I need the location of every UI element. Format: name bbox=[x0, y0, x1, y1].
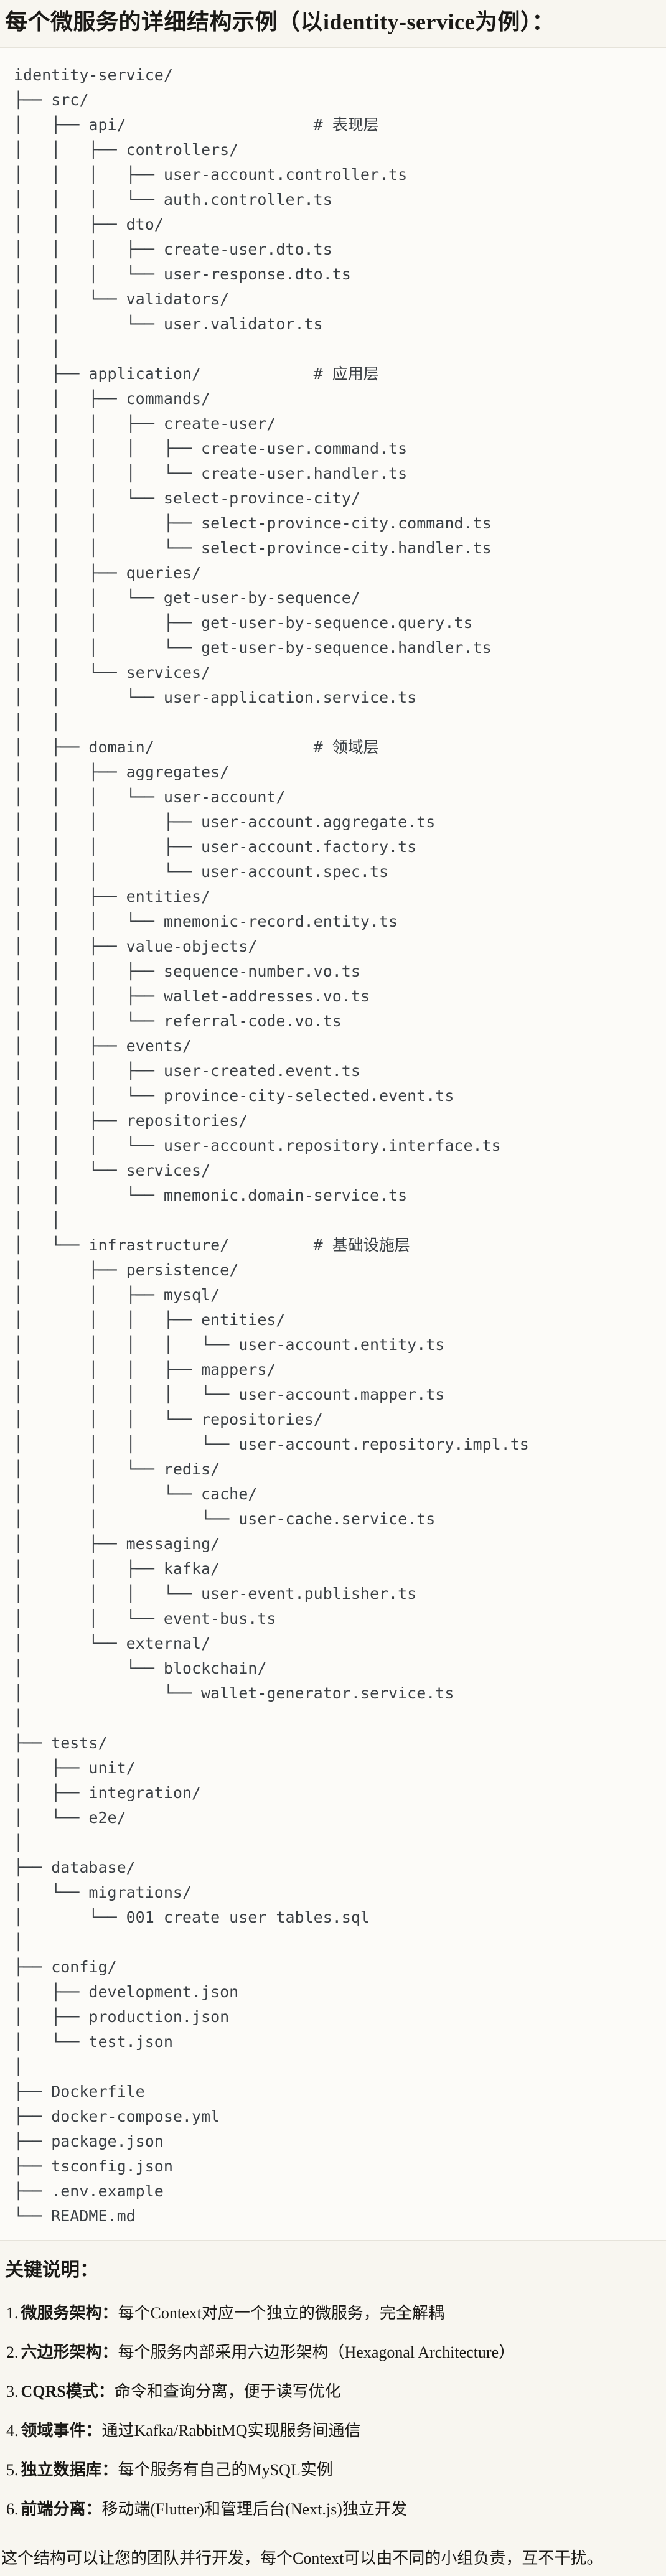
note-number: 4. bbox=[6, 2422, 19, 2440]
note-number: 1. bbox=[6, 2304, 19, 2322]
code-block: identity-service/ ├── src/ │ ├── api/ # … bbox=[0, 47, 666, 2241]
closing-paragraph: 这个结构可以让您的团队并行开发，每个Context可以由不同的小组负责，互不干扰… bbox=[1, 2549, 603, 2567]
note-item-frontend: 6.前端分离：移动端(Flutter)和管理后台(Next.js)独立开发 bbox=[6, 2499, 661, 2520]
note-desc: 移动端(Flutter)和管理后台(Next.js)独立开发 bbox=[101, 2500, 407, 2518]
note-desc: 每个服务有自己的MySQL实例 bbox=[118, 2461, 333, 2479]
note-term: 微服务架构： bbox=[21, 2304, 118, 2322]
note-number: 6. bbox=[6, 2500, 19, 2518]
note-term: 六边形架构： bbox=[21, 2343, 118, 2361]
note-desc: 通过Kafka/RabbitMQ实现服务间通信 bbox=[101, 2422, 361, 2440]
page-title: 每个微服务的详细结构示例（以identity-service为例）： bbox=[5, 9, 555, 34]
note-item-hexagonal: 2.六边形架构：每个服务内部采用六边形架构（Hexagonal Architec… bbox=[6, 2342, 661, 2363]
note-number: 3. bbox=[6, 2382, 19, 2400]
note-item-microservice: 1.微服务架构：每个Context对应一个独立的微服务，完全解耦 bbox=[6, 2303, 661, 2324]
note-number: 2. bbox=[6, 2343, 19, 2361]
note-term: 前端分离： bbox=[21, 2500, 102, 2518]
notes-section: 关键说明： 1.微服务架构：每个Context对应一个独立的微服务，完全解耦 2… bbox=[0, 2258, 666, 2576]
notes-heading: 关键说明： bbox=[5, 2260, 98, 2280]
note-term: 独立数据库： bbox=[21, 2461, 118, 2479]
note-term: 领域事件： bbox=[21, 2422, 102, 2440]
note-desc: 每个Context对应一个独立的微服务，完全解耦 bbox=[118, 2304, 444, 2322]
note-number: 5. bbox=[6, 2461, 19, 2479]
note-desc: 每个服务内部采用六边形架构（Hexagonal Architecture） bbox=[118, 2343, 515, 2361]
note-item-domain-events: 4.领域事件：通过Kafka/RabbitMQ实现服务间通信 bbox=[6, 2420, 661, 2442]
note-item-database: 5.独立数据库：每个服务有自己的MySQL实例 bbox=[6, 2460, 661, 2481]
directory-tree: identity-service/ ├── src/ │ ├── api/ # … bbox=[14, 66, 529, 2225]
note-item-cqrs: 3.CQRS模式：命令和查询分离，便于读写优化 bbox=[6, 2381, 661, 2402]
note-term: CQRS模式： bbox=[21, 2382, 115, 2400]
note-desc: 命令和查询分离，便于读写优化 bbox=[114, 2382, 341, 2400]
